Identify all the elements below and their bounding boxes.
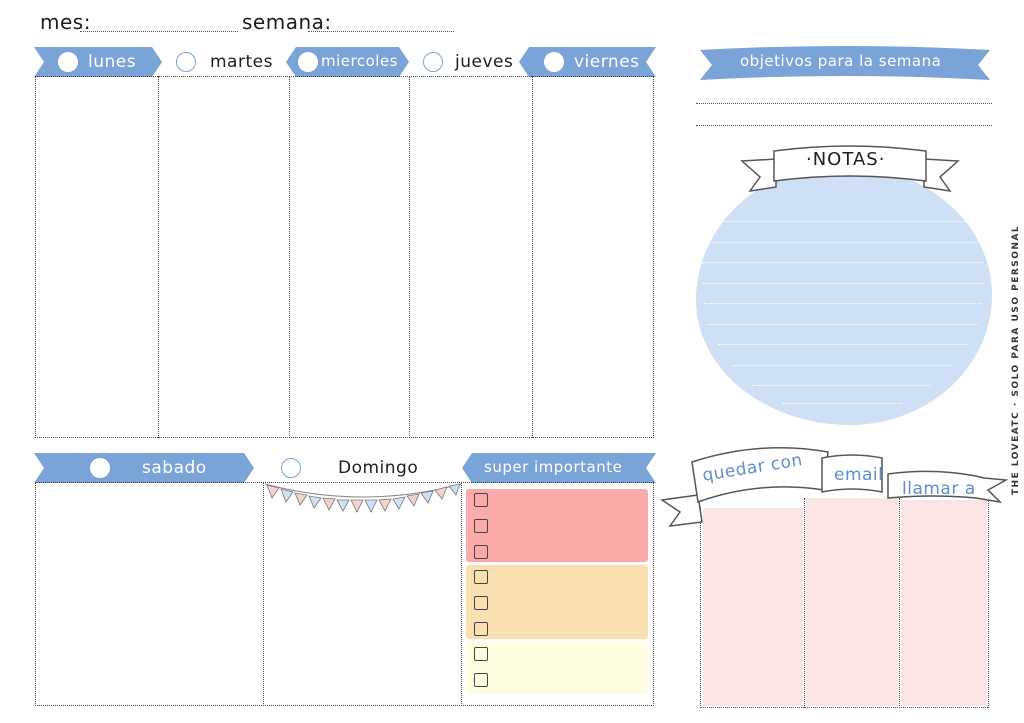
day-label-lunes: lunes [88, 52, 137, 72]
day-label-jueves: jueves [455, 52, 514, 72]
sabado-marker[interactable] [90, 458, 110, 478]
priority-checkbox[interactable] [474, 519, 488, 533]
notes-line [712, 221, 976, 222]
notes-line [702, 283, 984, 284]
bunting-decoration [264, 483, 462, 513]
priority-block-medium [466, 565, 648, 639]
contact-banners [659, 447, 1009, 527]
notes-line [732, 365, 954, 366]
contact-bottom-line [700, 707, 988, 708]
call-column[interactable] [901, 500, 987, 706]
column-divider [461, 482, 462, 706]
email-column[interactable] [806, 498, 898, 706]
column-divider [532, 76, 533, 438]
notes-area[interactable] [696, 165, 992, 425]
notes-line [704, 303, 982, 304]
notes-line [718, 344, 968, 345]
weekend-ribbon [34, 453, 656, 483]
domingo-marker[interactable] [281, 458, 301, 478]
credit-text: THE LOVEATC · SOLO PARA USO PERSONAL [1011, 224, 1021, 496]
jueves-marker[interactable] [423, 52, 443, 72]
day-label-sabado: sabado [142, 458, 207, 478]
column-divider [289, 76, 290, 438]
priority-checkbox[interactable] [474, 596, 488, 610]
priority-checkbox[interactable] [474, 570, 488, 584]
viernes-marker[interactable] [544, 52, 564, 72]
miercoles-marker[interactable] [298, 52, 318, 72]
day-label-domingo: Domingo [338, 458, 419, 478]
priority-block-high [466, 489, 648, 562]
priority-checkbox[interactable] [474, 647, 488, 661]
priority-checkbox[interactable] [474, 622, 488, 636]
notes-line [782, 403, 902, 404]
day-label-miercoles: miercoles [321, 52, 398, 70]
priority-block-low [466, 642, 648, 694]
notes-title: ·NOTAS· [806, 149, 886, 170]
email-title: email [834, 465, 884, 485]
priority-title: super importante [484, 458, 623, 476]
goal-line[interactable] [696, 103, 992, 104]
notes-banner [740, 145, 960, 193]
column-divider [263, 482, 264, 706]
column-divider [899, 498, 900, 708]
martes-marker[interactable] [176, 52, 196, 72]
month-field[interactable] [80, 31, 238, 32]
goal-line[interactable] [696, 125, 992, 126]
day-label-viernes: viernes [574, 52, 640, 72]
lunes-marker[interactable] [58, 52, 78, 72]
column-divider [804, 498, 805, 708]
goals-title: objetivos para la semana [740, 52, 942, 70]
notes-line [708, 324, 978, 325]
meet-column[interactable] [703, 508, 803, 706]
week-field[interactable] [308, 31, 454, 32]
month-label: mes: [40, 10, 91, 34]
weekend-columns [35, 482, 654, 706]
notes-line [752, 385, 932, 386]
column-divider [700, 508, 701, 708]
week-label: semana: [242, 10, 332, 34]
day-label-martes: martes [210, 52, 273, 72]
priority-checkbox[interactable] [474, 673, 488, 687]
goals-banner [700, 46, 990, 80]
column-divider [988, 498, 989, 708]
notes-line [706, 242, 982, 243]
column-divider [158, 76, 159, 438]
priority-checkbox[interactable] [474, 545, 488, 559]
column-divider [409, 76, 410, 438]
call-title: llamar a [902, 479, 976, 499]
priority-checkbox[interactable] [474, 493, 488, 507]
notes-line [702, 262, 984, 263]
weekday-columns [35, 76, 654, 438]
